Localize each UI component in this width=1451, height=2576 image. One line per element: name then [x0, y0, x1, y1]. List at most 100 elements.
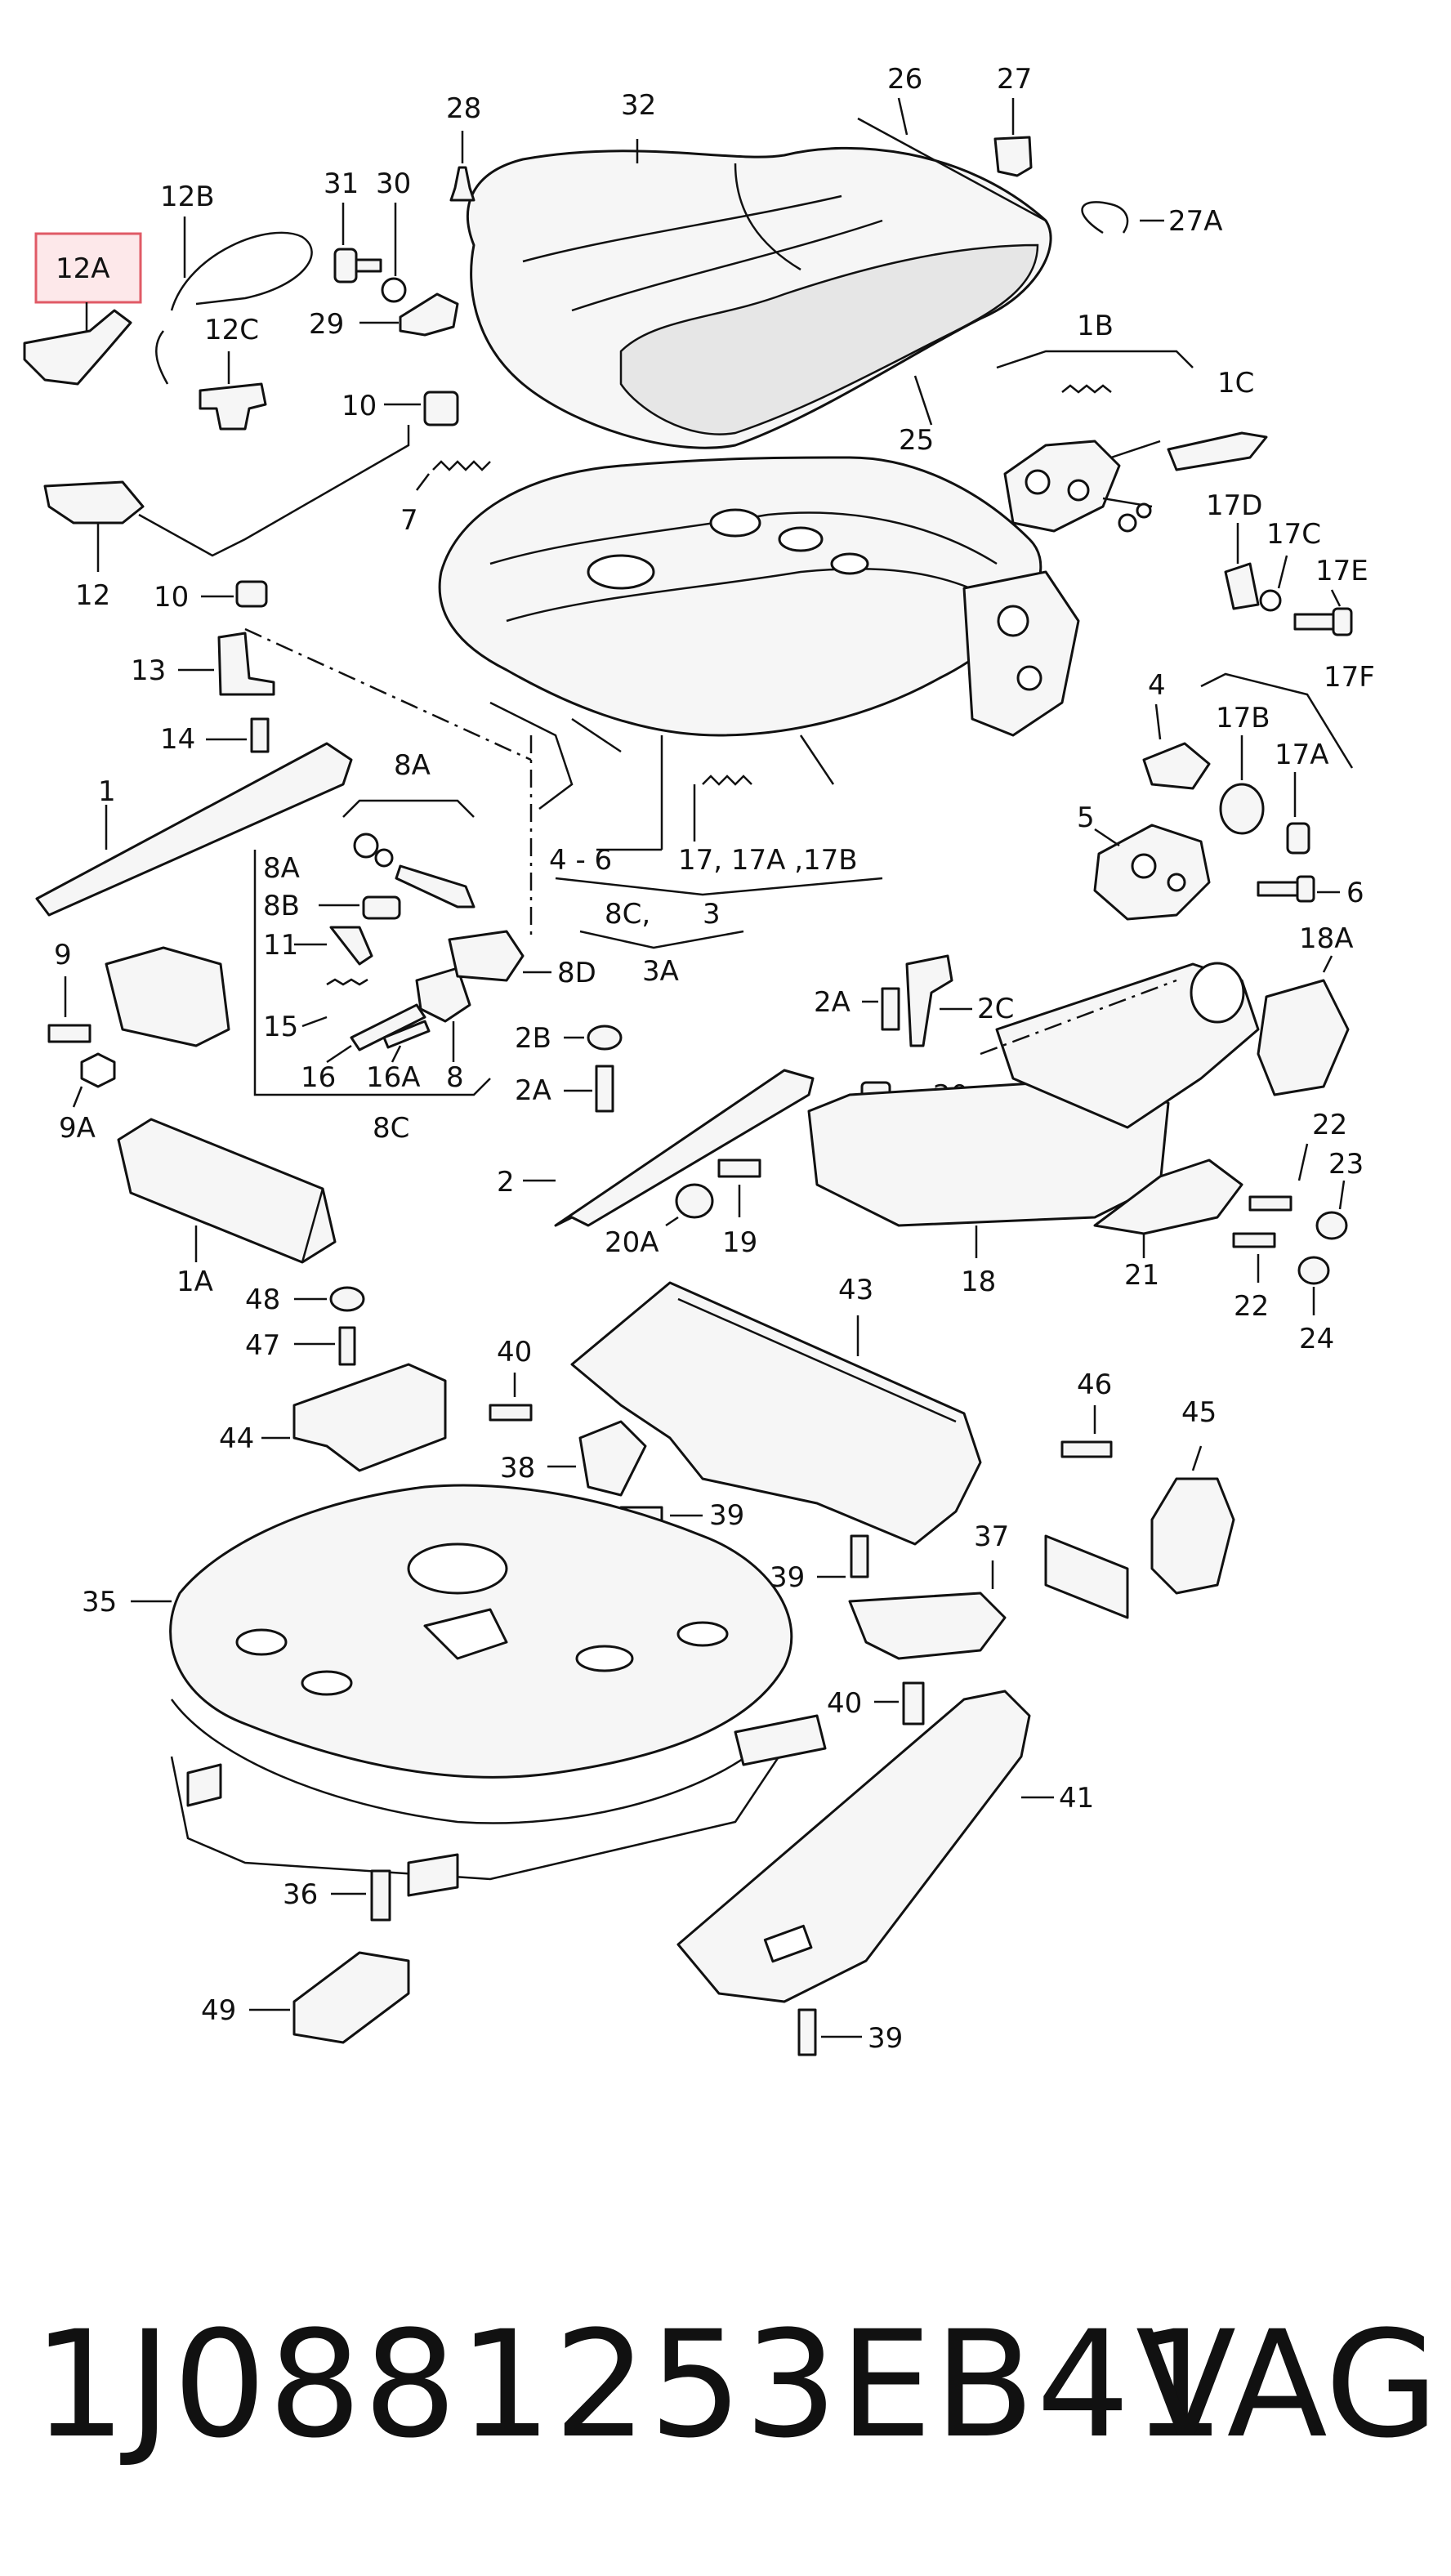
bolt-part-9 — [47, 1024, 92, 1043]
label-8A: 8A — [394, 749, 431, 782]
label-41: 41 — [1059, 1782, 1094, 1815]
label-2A: 2A — [814, 986, 851, 1019]
label-15: 15 — [263, 1011, 298, 1043]
label-17-17A-17B: 17, 17A ,17B — [678, 844, 858, 877]
label-44: 44 — [219, 1422, 254, 1455]
part-number: 1J0881253EB41 — [33, 2300, 1227, 2471]
label-8B: 8B — [263, 890, 300, 922]
label-9: 9 — [54, 939, 72, 971]
label-27A: 27A — [1168, 205, 1223, 238]
cushion-part-1A — [117, 1118, 337, 1264]
bracket-part-17D — [1224, 562, 1260, 610]
label-40-b: 40 — [827, 1687, 862, 1720]
label-17E: 17E — [1315, 555, 1368, 587]
label-2A-b: 2A — [515, 1074, 551, 1107]
label-17A: 17A — [1275, 739, 1329, 771]
label-12: 12 — [75, 579, 110, 612]
trim-part-2 — [554, 1069, 815, 1227]
label-39-b: 39 — [770, 1561, 805, 1594]
label-3A: 3A — [642, 955, 679, 988]
label-6: 6 — [1346, 877, 1364, 909]
bolt-part-40 — [489, 1404, 533, 1422]
label-12A: 12A — [56, 252, 110, 285]
label-1C: 1C — [1217, 367, 1254, 400]
bolt-part-22-b — [1232, 1232, 1276, 1248]
label-20A: 20A — [605, 1226, 659, 1259]
screw-part-2A-b — [595, 1065, 614, 1113]
label-9A: 9A — [59, 1112, 96, 1145]
label-38: 38 — [500, 1452, 535, 1484]
label-22-a: 22 — [1312, 1109, 1347, 1141]
label-22-b: 22 — [1234, 1290, 1269, 1323]
label-35: 35 — [82, 1586, 117, 1618]
label-8: 8 — [446, 1061, 464, 1094]
pin-part-16A — [382, 1020, 431, 1049]
bushing-part-17A — [1286, 822, 1310, 855]
pin-part-11 — [329, 926, 373, 966]
cap-part-2B — [587, 1025, 623, 1051]
washer-part-17C — [1259, 589, 1282, 612]
lever-part-8D — [448, 930, 525, 982]
seat-base-part-35 — [169, 1484, 827, 1897]
label-5: 5 — [1077, 801, 1095, 834]
label-47: 47 — [245, 1329, 280, 1362]
clip-part-12C — [199, 382, 267, 431]
brand-label: VAG — [1136, 2300, 1440, 2471]
gear-part-17B — [1219, 783, 1265, 835]
screw-part-19 — [717, 1159, 761, 1178]
label-2B: 2B — [515, 1022, 551, 1055]
clip-part-27 — [993, 136, 1033, 177]
bolt-part-46 — [1060, 1440, 1113, 1458]
washer-part-30 — [381, 277, 407, 303]
bracket-part-29 — [399, 292, 459, 337]
lock-part-4 — [1142, 742, 1211, 790]
mechanism-part-1B — [1003, 384, 1161, 533]
label-29: 29 — [309, 308, 344, 341]
bolt-part-36 — [370, 1869, 391, 1922]
label-1A: 1A — [176, 1266, 213, 1298]
label-13: 13 — [131, 654, 166, 687]
label-17D: 17D — [1206, 489, 1262, 522]
bracket-part-45 — [1150, 1477, 1235, 1595]
label-1B: 1B — [1077, 310, 1114, 342]
label-1: 1 — [98, 775, 116, 808]
pin-part-28 — [449, 166, 475, 202]
label-4-6: 4 - 6 — [549, 844, 612, 877]
label-18: 18 — [961, 1266, 996, 1298]
label-36: 36 — [283, 1878, 318, 1911]
label-8D: 8D — [557, 957, 596, 989]
cap-part-23 — [1315, 1211, 1348, 1240]
label-8C-comma: 8C, — [605, 898, 650, 931]
sleeve-part-8B — [362, 895, 401, 920]
bolt-part-40-b — [902, 1681, 925, 1726]
label-2C: 2C — [977, 993, 1014, 1025]
label-12C: 12C — [204, 314, 259, 346]
label-32: 32 — [621, 89, 656, 122]
label-25: 25 — [899, 424, 934, 457]
label-14: 14 — [160, 723, 195, 756]
trim-part-1 — [35, 742, 353, 917]
bracket-part-9 — [105, 946, 230, 1047]
trim-part-41 — [676, 1690, 1031, 2003]
label-23: 23 — [1328, 1148, 1364, 1181]
label-21: 21 — [1124, 1259, 1159, 1292]
label-45: 45 — [1181, 1396, 1217, 1429]
label-17C: 17C — [1266, 518, 1321, 551]
cover-part-1C — [1167, 431, 1268, 471]
label-31: 31 — [324, 167, 359, 200]
label-46: 46 — [1077, 1368, 1112, 1401]
label-49: 49 — [201, 1994, 236, 2027]
label-10-b: 10 — [154, 581, 189, 614]
label-39-c: 39 — [868, 2022, 903, 2055]
cover-part-49 — [292, 1951, 410, 2044]
pin-part-16 — [350, 1003, 426, 1051]
clip-part-10 — [423, 391, 459, 426]
label-40-a: 40 — [497, 1336, 532, 1368]
screw-part-14 — [250, 717, 270, 753]
label-37: 37 — [974, 1520, 1009, 1553]
bracket-part-44 — [292, 1363, 447, 1472]
label-27: 27 — [997, 63, 1032, 96]
bolt-part-8A-long — [395, 864, 475, 909]
spring-part-7 — [432, 460, 491, 471]
label-26: 26 — [887, 63, 922, 96]
